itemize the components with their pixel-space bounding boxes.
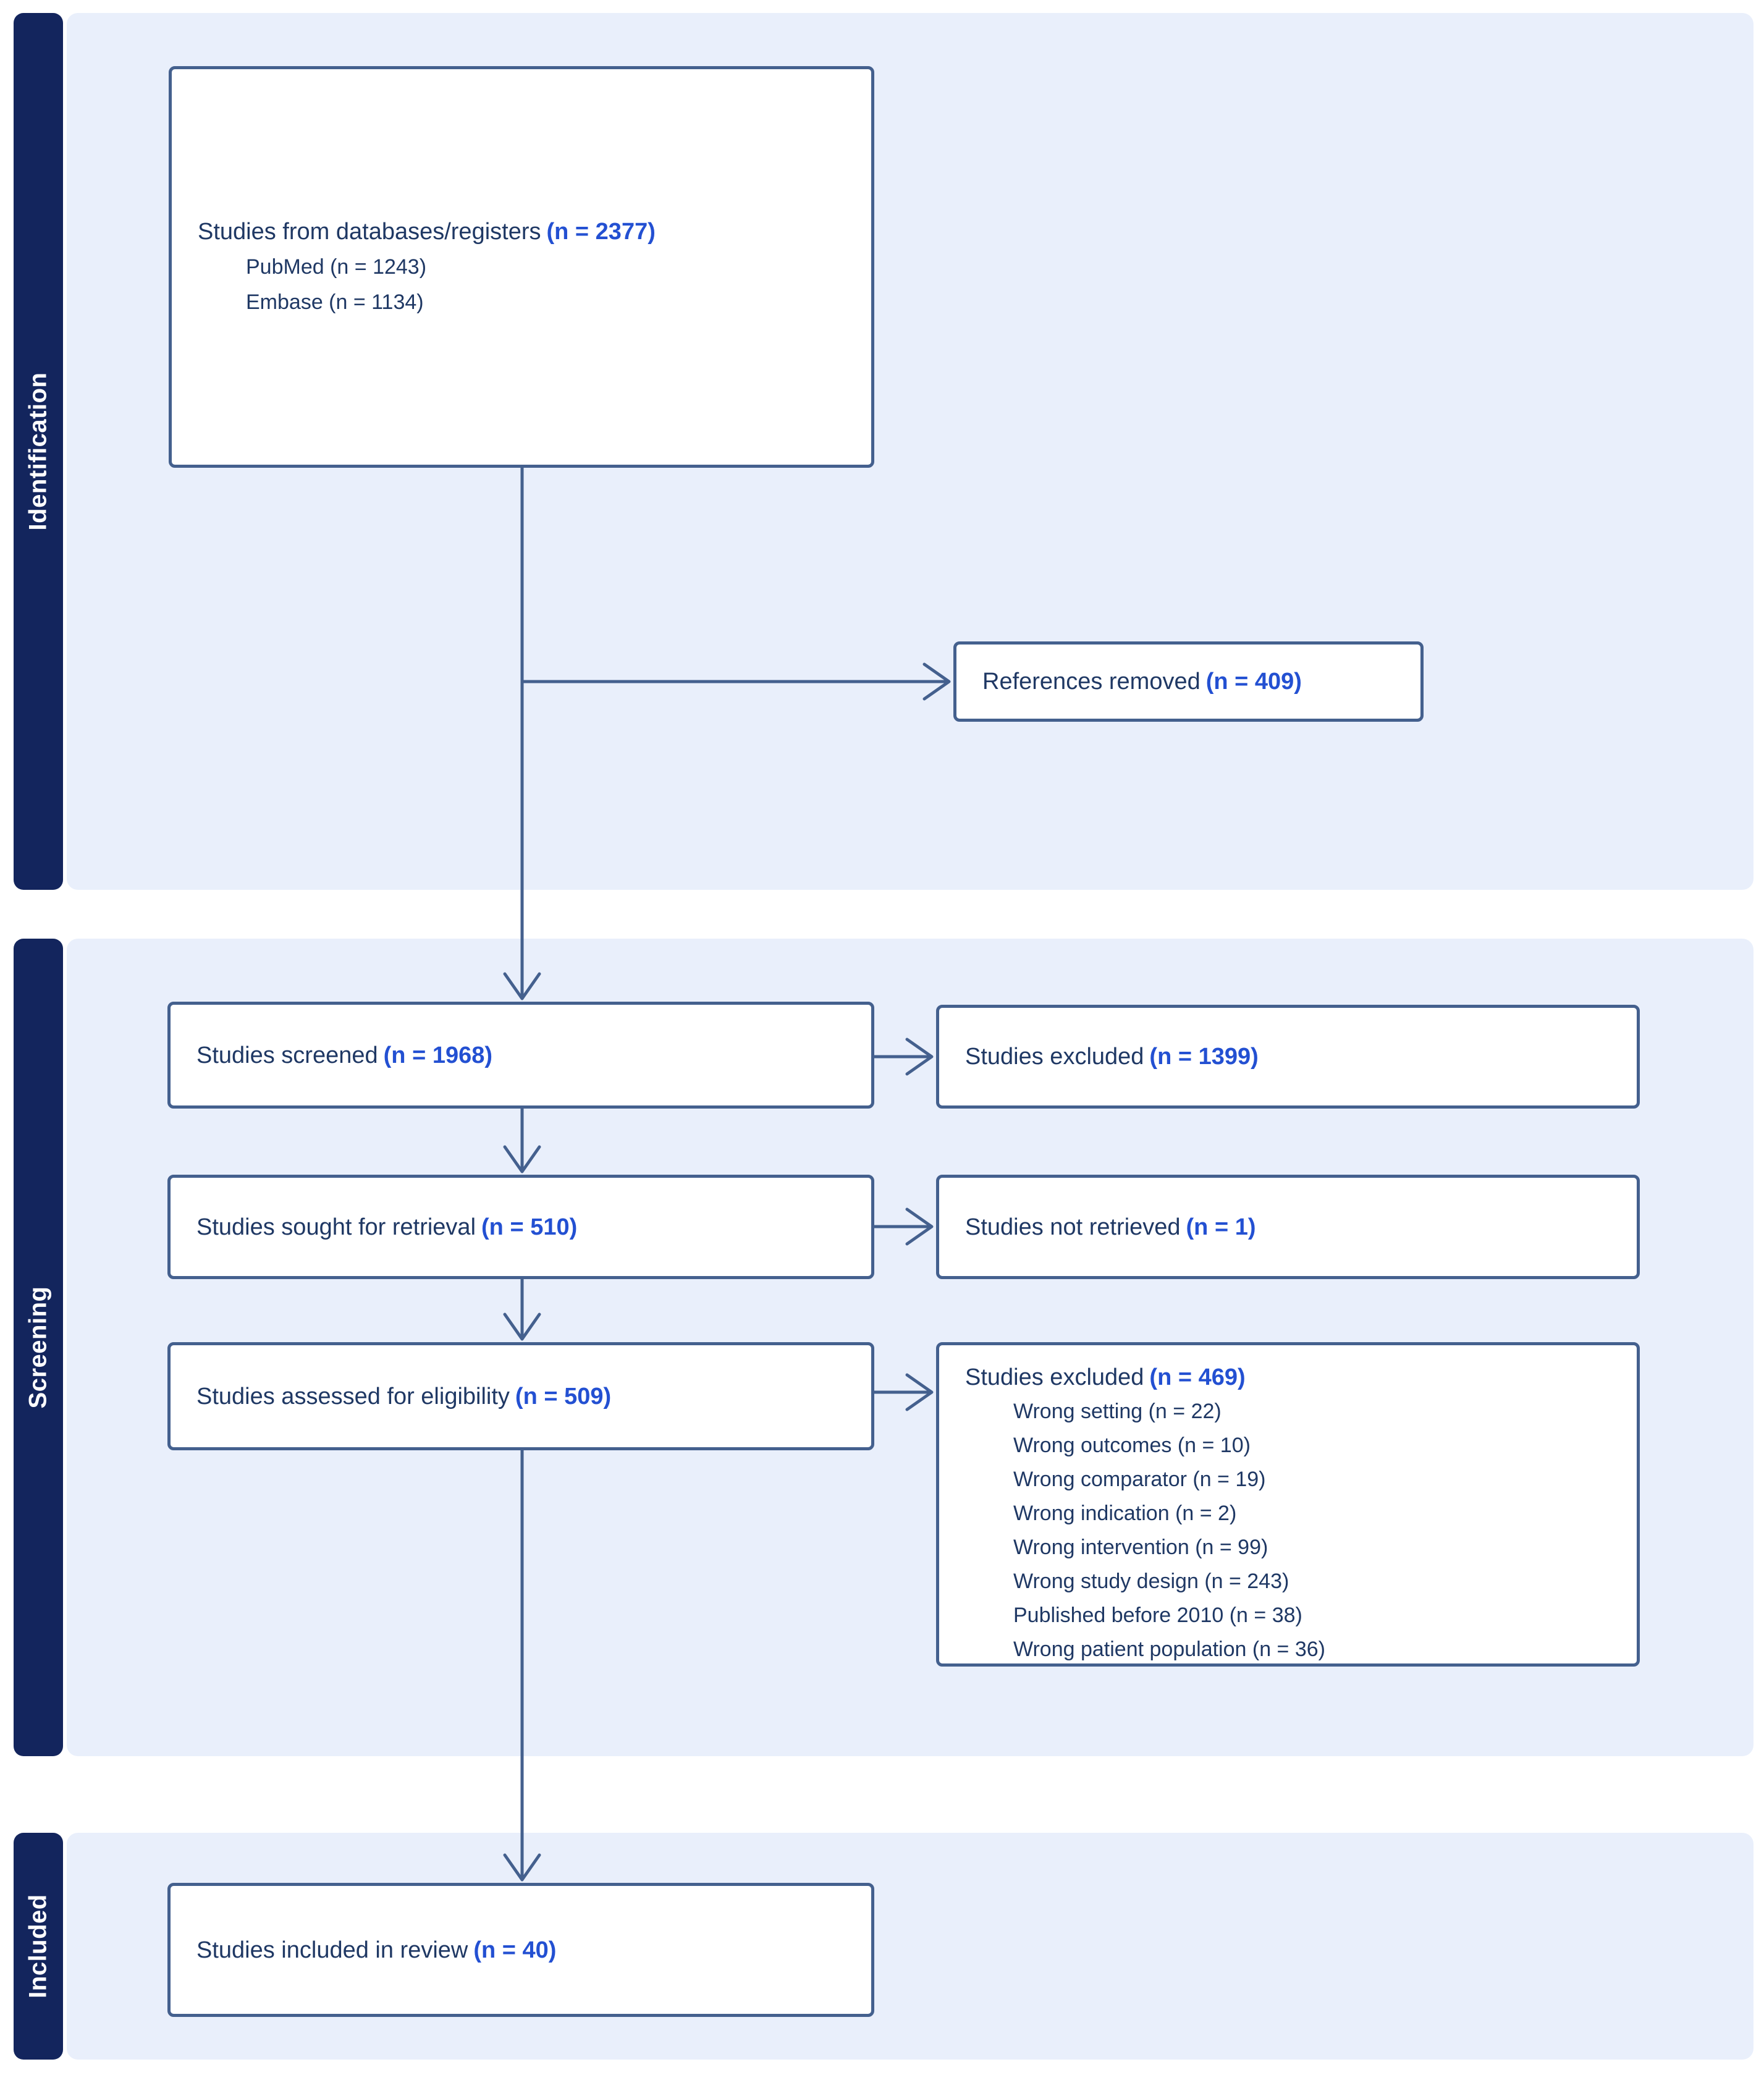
box-studies-excluded-eligibility-count: (n = 469) [1149,1364,1246,1390]
box-studies-excluded-eligibility-title: Studies excluded(n = 469) [965,1360,1611,1395]
box-databases-label: Studies from databases/registers [198,219,541,245]
box-studies-assessed-label: Studies assessed for eligibility [196,1383,510,1410]
box-databases-count: (n = 2377) [546,219,656,245]
box-references-removed-count: (n = 409) [1205,669,1302,695]
exclusion-reason-published-before-2010: Published before 2010 (n = 38) [1013,1604,1302,1627]
box-studies-not-retrieved-title: Studies not retrieved(n = 1) [965,1209,1611,1245]
box-studies-screened-title: Studies screened(n = 1968) [196,1038,845,1073]
box-studies-assessed-count: (n = 509) [515,1383,612,1410]
box-references-removed-label: References removed [982,669,1201,695]
box-studies-included-title: Studies included in review(n = 40) [196,1932,845,1968]
sidebar-identification-label: Identification [24,372,52,531]
exclusion-reason-wrong-patient-population: Wrong patient population (n = 36) [1013,1638,1325,1661]
box-studies-not-retrieved-label: Studies not retrieved [965,1214,1181,1240]
box-studies-screened: Studies screened(n = 1968) [167,1002,874,1109]
box-studies-not-retrieved: Studies not retrieved(n = 1) [936,1175,1640,1279]
exclusion-reason-wrong-indication: Wrong indication (n = 2) [1013,1502,1237,1525]
box-studies-included: Studies included in review(n = 40) [167,1883,874,2017]
box-studies-screened-count: (n = 1968) [383,1042,493,1068]
box-studies-excluded-screening-title: Studies excluded(n = 1399) [965,1039,1611,1075]
exclusion-reason-wrong-setting: Wrong setting (n = 22) [1013,1400,1222,1423]
box-databases-title: Studies from databases/registers(n = 237… [198,214,845,250]
box-studies-excluded-screening-label: Studies excluded [965,1044,1144,1070]
box-studies-sought-count: (n = 510) [481,1214,578,1240]
box-studies-excluded-screening-count: (n = 1399) [1149,1044,1259,1070]
exclusion-reason-wrong-outcomes: Wrong outcomes (n = 10) [1013,1434,1251,1457]
sidebar-screening-label: Screening [24,1286,52,1409]
box-studies-assessed-title: Studies assessed for eligibility(n = 509… [196,1379,845,1414]
box-studies-excluded-screening: Studies excluded(n = 1399) [936,1005,1640,1109]
box-databases-item-embase: Embase (n = 1134) [246,290,424,314]
box-databases-item-pubmed: PubMed (n = 1243) [246,255,427,279]
box-studies-assessed: Studies assessed for eligibility(n = 509… [167,1342,874,1450]
sidebar-screening: Screening [14,939,63,1756]
box-studies-excluded-eligibility-label: Studies excluded [965,1364,1144,1390]
sidebar-included: Included [14,1833,63,2060]
exclusion-reason-wrong-comparator: Wrong comparator (n = 19) [1013,1468,1266,1491]
exclusion-reason-wrong-intervention: Wrong intervention (n = 99) [1013,1536,1268,1559]
sidebar-identification: Identification [14,13,63,890]
box-databases: Studies from databases/registers(n = 237… [169,66,874,468]
sidebar-included-label: Included [24,1894,52,1998]
box-studies-screened-label: Studies screened [196,1042,378,1068]
box-studies-sought-title: Studies sought for retrieval(n = 510) [196,1209,845,1245]
box-references-removed: References removed(n = 409) [953,641,1424,722]
box-references-removed-title: References removed(n = 409) [982,664,1395,700]
box-studies-sought-label: Studies sought for retrieval [196,1214,476,1240]
box-studies-sought: Studies sought for retrieval(n = 510) [167,1175,874,1279]
box-studies-included-count: (n = 40) [473,1937,557,1963]
box-studies-included-label: Studies included in review [196,1937,468,1963]
box-studies-excluded-eligibility: Studies excluded(n = 469) Wrong setting … [936,1342,1640,1667]
box-studies-not-retrieved-count: (n = 1) [1186,1214,1256,1240]
exclusion-reason-wrong-study-design: Wrong study design (n = 243) [1013,1570,1289,1593]
